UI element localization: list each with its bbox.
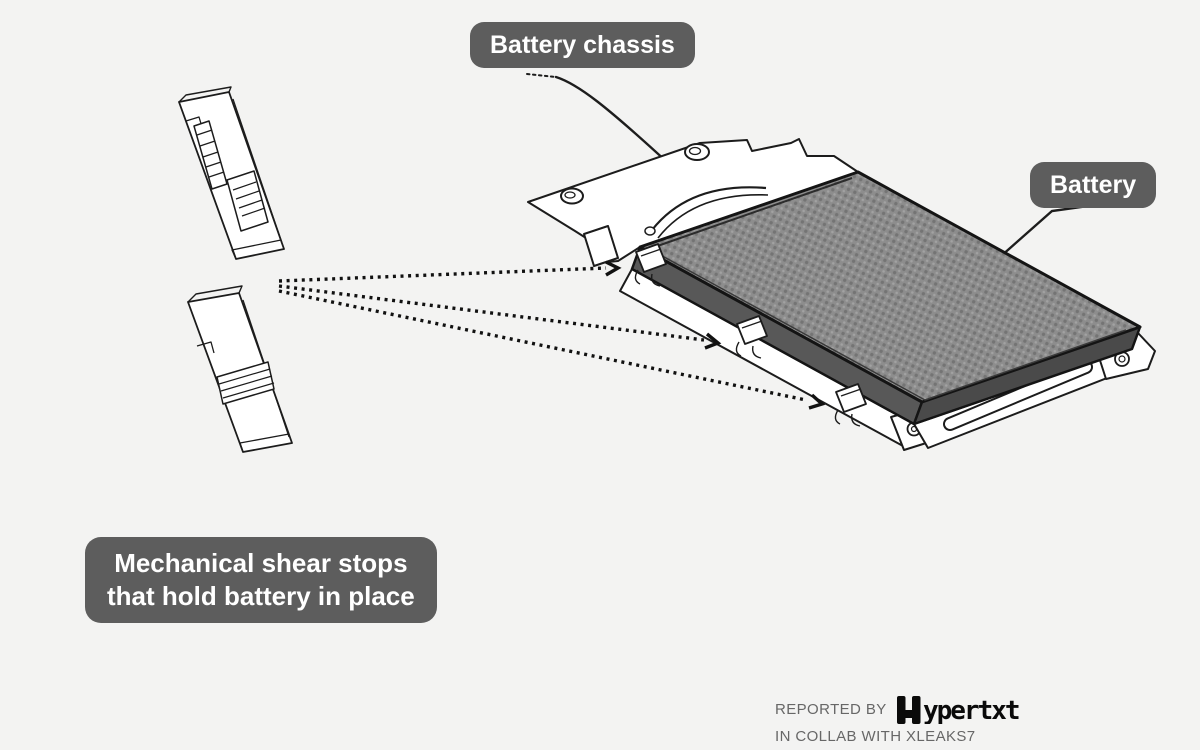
branding-block: REPORTED BY ypertxt IN COLLAB WITH XLEAK… [775,694,1075,745]
label-battery: Battery [1030,162,1157,208]
label-shear-stops: Mechanical shear stops that hold battery… [85,537,437,623]
label-shear-stops-line1: Mechanical shear stops [114,548,408,578]
arrowhead-icon [605,260,622,277]
battery-drawing [630,170,1142,426]
shear-stop-clips [634,243,867,427]
hypertxt-h-icon [896,696,921,724]
hypertxt-logo: ypertxt [896,696,1021,724]
arrowhead-icon [704,332,722,350]
hypertxt-logo-text: ypertxt [923,696,1019,724]
collab-text: IN COLLAB WITH XLEAKS7 [775,728,976,745]
label-shear-stops-line2: that hold battery in place [107,581,415,611]
shear-stop-part-2 [187,285,293,453]
reported-by-text: REPORTED BY [775,700,887,718]
label-battery-chassis: Battery chassis [470,22,695,68]
dotted-arrows [278,260,826,410]
arrowhead-icon [808,393,826,410]
shear-stop-part-1 [178,86,285,260]
